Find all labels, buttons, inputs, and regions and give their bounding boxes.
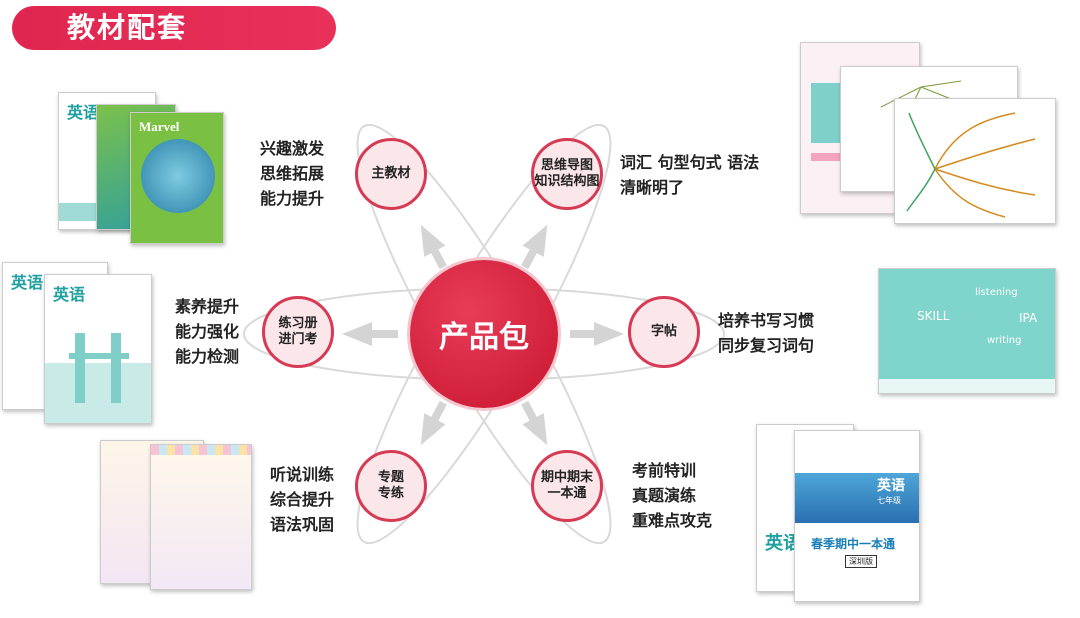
desc-line: 能力强化 [175, 322, 240, 341]
desc-line: 词汇 句型句式 语法 [620, 153, 760, 172]
copybook-word: writing [987, 335, 1022, 346]
book-topic-front [150, 444, 252, 590]
book-title: 英语 [877, 478, 905, 494]
desc-exam: 考前特训 真题演练 重难点攻克 [632, 458, 712, 533]
node-label: 专练 [377, 486, 404, 501]
node-label: 主教材 [371, 166, 411, 181]
arrow-to-main [420, 224, 447, 270]
node-mind-map: 思维导图 知识结构图 [531, 138, 603, 210]
node-label: 专题 [377, 470, 404, 485]
desc-line: 听说训练 [270, 465, 335, 484]
node-label: 进门考 [278, 332, 318, 347]
node-label: 知识结构图 [534, 174, 600, 189]
book-cover-illustration [141, 139, 215, 213]
mind-map-branches [906, 112, 1036, 218]
node-exam: 期中期末 一本通 [531, 450, 603, 522]
book-marvel-cover: Marvel [130, 112, 224, 244]
node-label: 一本通 [547, 486, 587, 501]
desc-topic: 听说训练 综合提升 语法巩固 [270, 462, 334, 537]
desc-line: 清晰明了 [620, 178, 685, 197]
exam-book-front: 英语 七年级 春季期中一本通 深圳版 [794, 430, 920, 602]
desc-practice: 素养提升 能力强化 能力检测 [175, 294, 239, 369]
hub-product-package: 产品包 [410, 260, 558, 408]
mindmap-page-3 [894, 98, 1056, 224]
desc-line: 综合提升 [270, 490, 335, 509]
arrow-to-exam [521, 400, 548, 446]
desc-line: 培养书写习惯 [718, 311, 815, 330]
desc-line: 真题演练 [632, 486, 697, 505]
book-badge: 深圳版 [845, 555, 877, 568]
desc-line: 能力检测 [175, 347, 240, 366]
bunting-decoration [151, 445, 251, 455]
node-label: 思维导图 [540, 158, 593, 173]
desc-copybook: 培养书写习惯 同步复习词句 [718, 308, 814, 358]
copybook-word: IPA [1019, 311, 1038, 325]
copybook-cover: listening SKILL IPA writing [878, 268, 1056, 394]
copybook-word: SKILL [917, 309, 950, 323]
copybook-word: listening [975, 287, 1018, 298]
node-label: 期中期末 [540, 470, 593, 485]
book-title: 英语 [67, 103, 100, 122]
book-illustration [45, 333, 151, 423]
book-title: 英语 [765, 533, 801, 554]
desc-mind-map: 词汇 句型句式 语法 清晰明了 [620, 150, 759, 200]
desc-line: 素养提升 [175, 297, 240, 316]
desc-line: 考前特训 [632, 461, 697, 480]
node-copybook: 字帖 [628, 296, 700, 368]
book-title: 英语 [53, 285, 86, 304]
node-topic: 专题 专练 [355, 450, 427, 522]
desc-line: 语法巩固 [270, 515, 335, 534]
desc-line: 思维拓展 [260, 164, 325, 183]
arrow-to-mindmap [521, 224, 548, 270]
desc-line: 重难点攻克 [632, 511, 713, 530]
arrow-to-topic [420, 400, 447, 446]
header-bar [12, 6, 336, 50]
arrow-to-practice [342, 322, 398, 346]
book-cover-photo [795, 473, 919, 523]
desc-line: 兴趣激发 [260, 139, 325, 158]
desc-line: 能力提升 [260, 189, 325, 208]
desc-main-textbook: 兴趣激发 思维拓展 能力提升 [260, 136, 324, 211]
node-main-textbook: 主教材 [355, 138, 427, 210]
copybook-band [879, 379, 1055, 393]
node-label: 字帖 [650, 324, 677, 339]
book-subtitle: 春季期中一本通 [811, 537, 896, 551]
book-practice-front: 英语 [44, 274, 152, 424]
node-label: 练习册 [278, 316, 318, 331]
book-title: Marvel [139, 119, 180, 134]
page-title: 教材配套 [66, 11, 187, 44]
book-title: 英语 [11, 273, 44, 292]
arrow-to-copybook [570, 322, 624, 346]
desc-line: 同步复习词句 [718, 336, 815, 355]
mind-map-branches [880, 80, 972, 128]
book-grade: 七年级 [877, 496, 901, 505]
node-practice: 练习册 进门考 [262, 296, 334, 368]
